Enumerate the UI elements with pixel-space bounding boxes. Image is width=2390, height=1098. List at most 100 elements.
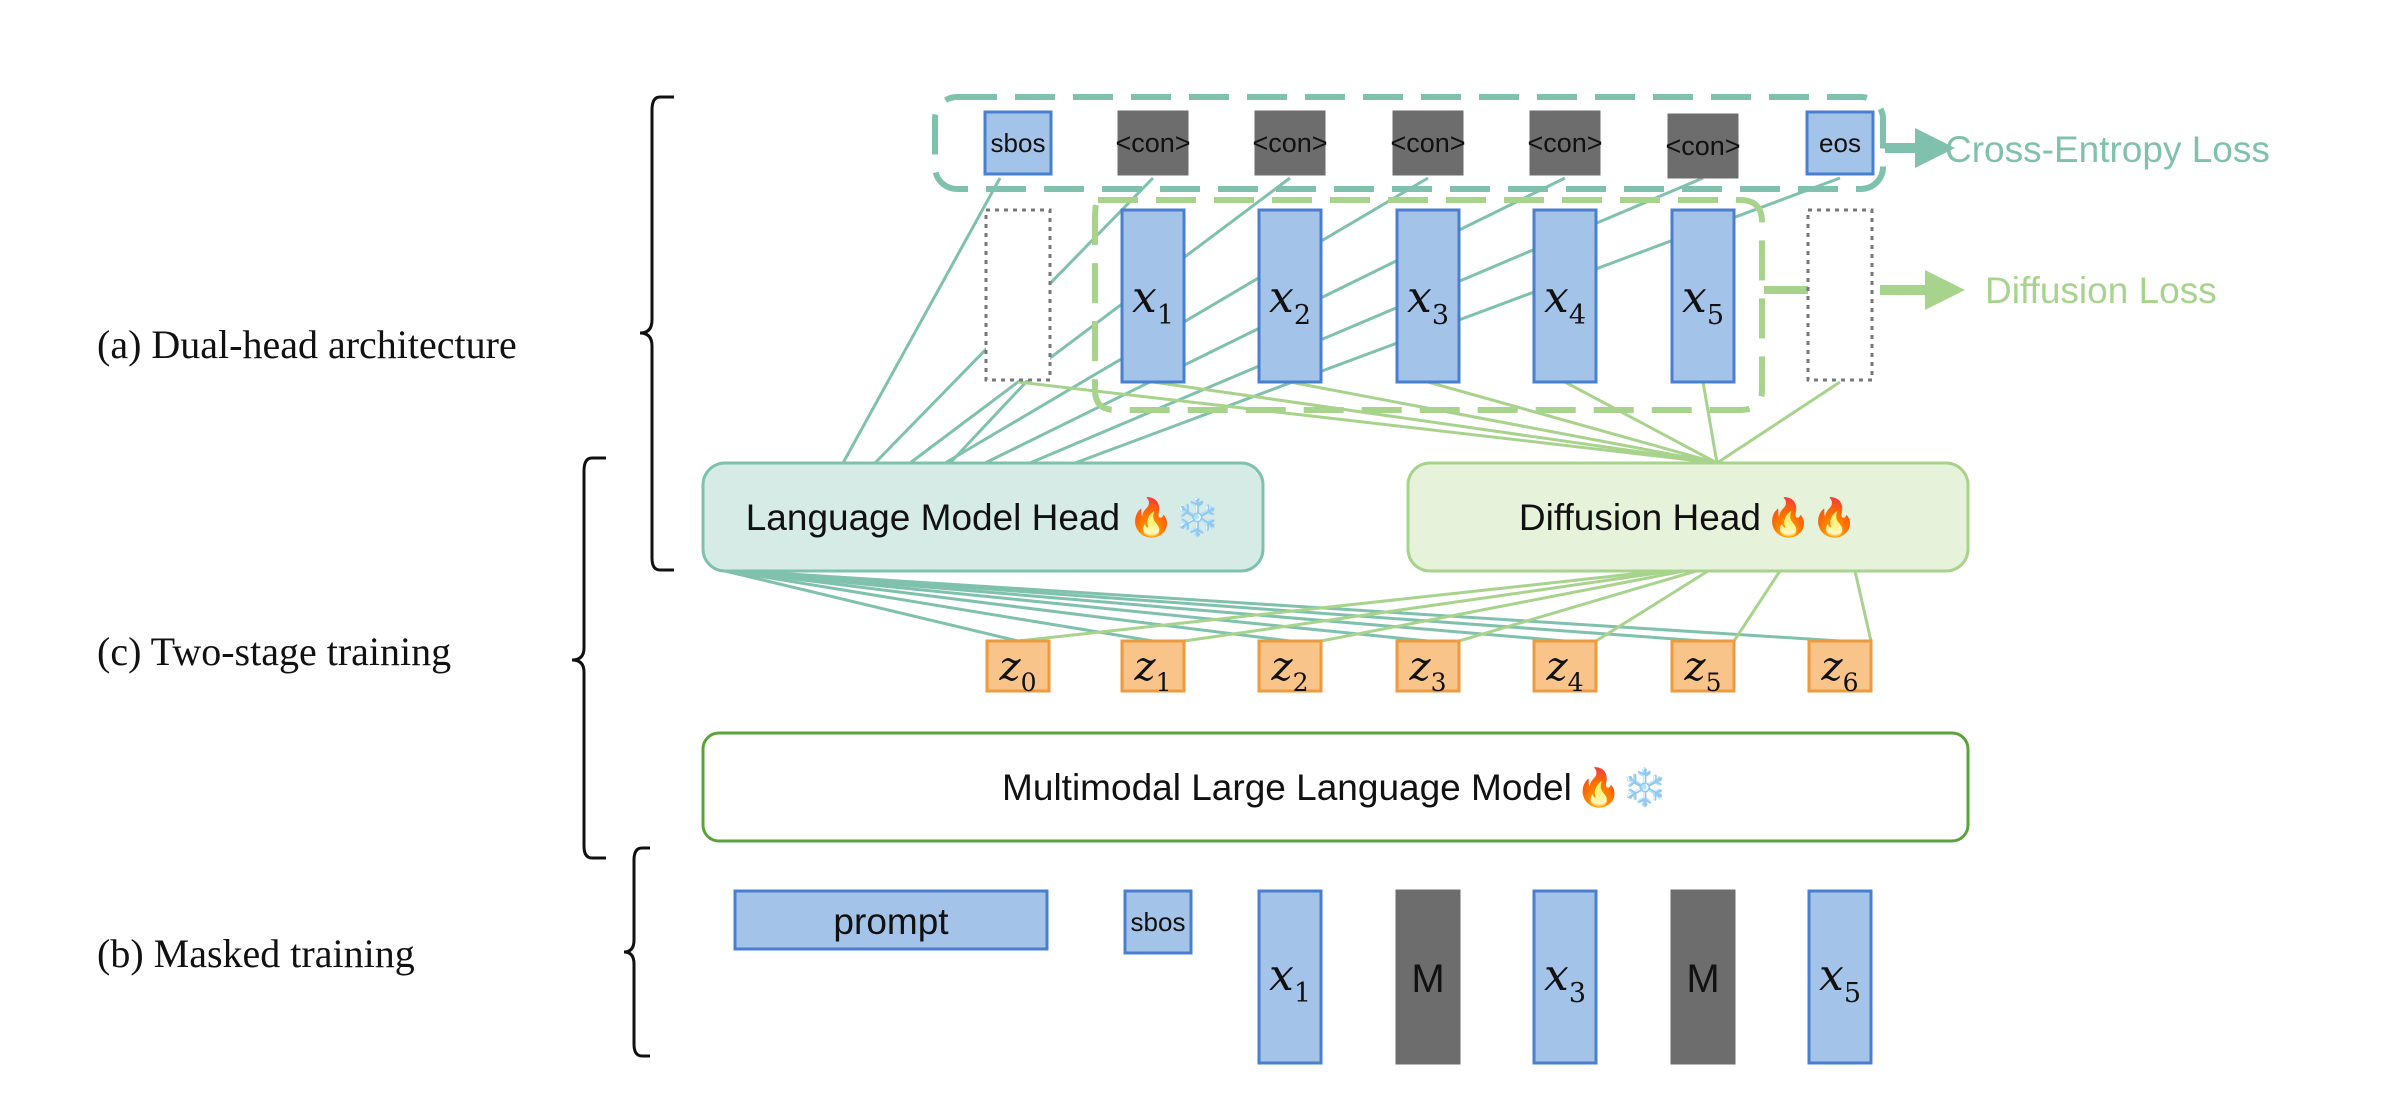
connection-line: [1564, 380, 1718, 465]
connection-line: [1017, 380, 1718, 465]
z-token-box: [1257, 639, 1323, 693]
diffusion-loss-label: Diffusion Loss: [1985, 270, 2217, 311]
empty-slot-right: [1806, 208, 1874, 382]
x-token-label: x2: [1269, 272, 1311, 331]
x-token-label: x4: [1544, 272, 1586, 331]
prompt-label: prompt: [833, 901, 949, 942]
language-model-head-label: Language Model Head🔥❄️: [746, 496, 1221, 539]
mllm-box: [701, 731, 1970, 843]
output-token-label: <con>: [1390, 128, 1465, 158]
connection-line: [841, 177, 1002, 464]
output-token-box: [1117, 110, 1189, 176]
mask-token-box: [1395, 889, 1461, 1065]
z-token-box: [1532, 639, 1598, 693]
connection-line: [727, 569, 1154, 643]
bracket-masked: [623, 846, 650, 1058]
connection-line: [742, 569, 1841, 643]
z-token-label: z3: [1409, 644, 1447, 697]
connection-line: [1716, 380, 1841, 465]
x-token-label: x5: [1682, 272, 1724, 331]
masked-sbos-label: sbos: [1131, 907, 1186, 937]
z-token-row: z0 z1 z2 z3 z4 z5 z6: [985, 639, 1873, 697]
masked-x-token-label: x1: [1269, 950, 1311, 1009]
empty-slot-left: [984, 208, 1052, 382]
z-token-box: [1670, 639, 1736, 693]
z-token-label: z6: [1821, 644, 1859, 697]
connection-line: [948, 378, 1030, 465]
output-token-box: [1667, 113, 1739, 179]
section-label-masked: (b) Masked training: [97, 931, 415, 976]
output-token-label: <con>: [1665, 131, 1740, 161]
output-token-label: <con>: [1252, 128, 1327, 158]
fire-snowflake-icon: 🔥❄️: [1576, 766, 1668, 809]
output-token-row: sbos <con> <con> <con> <con> <con> eos: [983, 110, 1875, 179]
section-brackets: [571, 95, 674, 1058]
output-token-box: [1805, 110, 1875, 176]
connection-line: [736, 569, 1566, 643]
x-token-box: [1670, 208, 1736, 384]
x-token-box: [1395, 208, 1461, 384]
section-label-two-stage: (c) Two-stage training: [97, 629, 451, 674]
z-token-label: z2: [1271, 644, 1309, 697]
cross-entropy-group-border: [932, 94, 1886, 192]
output-token-box: [1254, 110, 1326, 176]
output-token-label: <con>: [1115, 128, 1190, 158]
connection-line: [909, 176, 1291, 465]
output-token-label: sbos: [991, 128, 1046, 158]
diffusion-head-label: Diffusion Head🔥🔥: [1519, 496, 1857, 539]
masked-x-token-label: x3: [1544, 950, 1586, 1009]
connection-line: [1853, 570, 1873, 642]
connection-line: [1183, 569, 1673, 643]
masked-x-token-box: [1257, 889, 1323, 1065]
fire-fire-icon: 🔥🔥: [1765, 496, 1857, 539]
z-token-label: z1: [1134, 644, 1172, 697]
z-token-label: z5: [1684, 644, 1722, 697]
language-model-head-box: [701, 461, 1265, 573]
section-label-dual-head: (a) Dual-head architecture: [97, 322, 517, 367]
fire-snowflake-icon: 🔥❄️: [1128, 496, 1220, 539]
output-token-label: eos: [1819, 128, 1861, 158]
output-token-box: [1392, 110, 1464, 176]
x-token-row: x1 x2 x3 x4 x5: [984, 208, 1874, 384]
connection-line: [944, 176, 1429, 465]
z-token-box: [985, 639, 1051, 693]
mask-token-label: M: [1411, 957, 1444, 1001]
mask-token-box: [1670, 889, 1736, 1065]
z-token-box: [1120, 639, 1186, 693]
diffusion-group-border: [1092, 197, 1765, 413]
output-token-box: [1529, 110, 1601, 176]
x-token-label: x1: [1132, 272, 1174, 331]
connection-line: [1732, 570, 1782, 642]
connection-line: [1427, 380, 1718, 465]
bracket-dual-head: [639, 95, 674, 572]
output-token-box: [983, 110, 1053, 176]
z-token-label: z0: [999, 644, 1037, 697]
connection-line: [1458, 569, 1697, 643]
masked-x-token-label: x5: [1819, 950, 1861, 1009]
diffusion-head-box: [1406, 461, 1970, 573]
z-token-label: z4: [1546, 644, 1584, 697]
x-token-label: x3: [1407, 272, 1449, 331]
mask-token-label: M: [1686, 957, 1719, 1001]
connection-line: [733, 569, 1429, 643]
connection-line: [1289, 380, 1718, 465]
output-token-label: <con>: [1527, 128, 1602, 158]
cross-entropy-loss-label: Cross-Entropy Loss: [1945, 129, 2270, 170]
masked-sbos-box: [1123, 889, 1193, 955]
prompt-box: [733, 889, 1049, 951]
x-token-box: [1532, 208, 1598, 384]
connection-line: [724, 569, 1019, 643]
bracket-two-stage: [571, 456, 606, 860]
connection-line: [1320, 569, 1685, 643]
connection-line: [1701, 381, 1719, 464]
connection-line: [1017, 569, 1661, 643]
connection-line: [739, 569, 1704, 643]
z-token-box: [1807, 639, 1873, 693]
x-token-box: [1120, 208, 1186, 384]
connection-line: [1152, 380, 1718, 465]
connection-line: [730, 569, 1291, 643]
x-token-box: [1257, 208, 1323, 384]
connection-line: [1595, 569, 1709, 643]
